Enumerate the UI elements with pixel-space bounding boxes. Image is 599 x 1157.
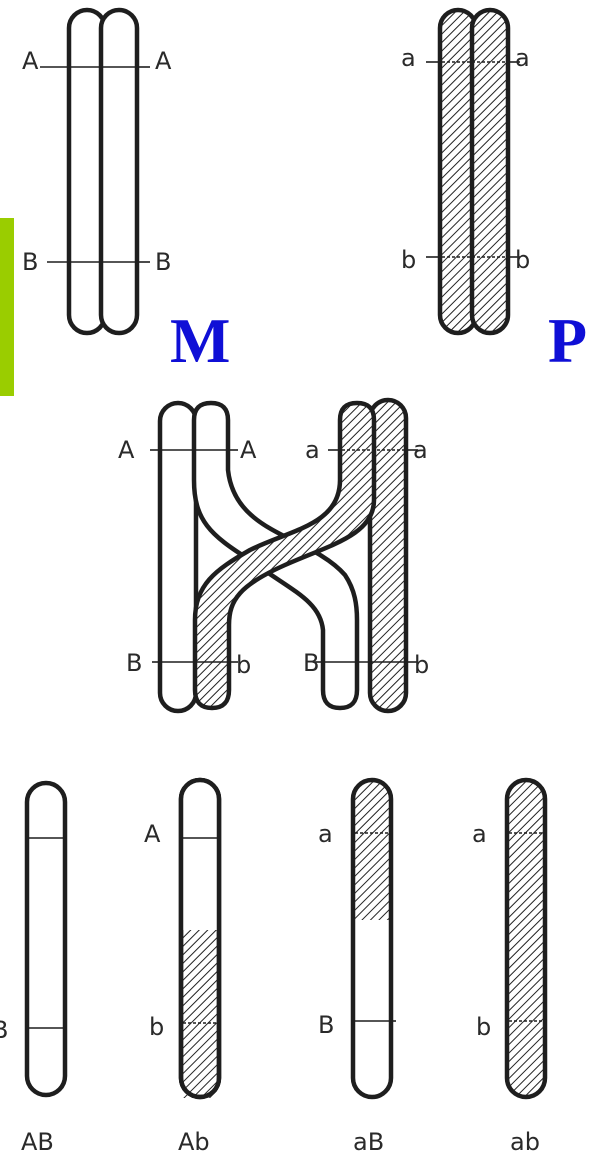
gamete-chromatid [181, 780, 219, 1098]
locus-label: A [155, 47, 172, 75]
locus-label: A [240, 436, 257, 464]
locus-label: B [155, 248, 171, 276]
locus-label: B [303, 649, 319, 677]
locus-label: a [413, 436, 428, 464]
locus-label: a [515, 44, 530, 72]
locus-label: b [515, 246, 530, 274]
gamete-chromatid [353, 780, 396, 1097]
gamete-caption: AB [21, 1128, 54, 1156]
chiasma-figure [150, 400, 418, 711]
locus-label: b [236, 651, 251, 679]
accent-bar [0, 218, 14, 396]
locus-label: a [305, 436, 320, 464]
locus-label: A [144, 820, 161, 848]
locus-label: a [318, 820, 333, 848]
locus-label: B [22, 248, 38, 276]
locus-label: b [149, 1013, 164, 1041]
locus-label: b [414, 651, 429, 679]
locus-label: a [472, 820, 487, 848]
locus-label: b [401, 246, 416, 274]
locus-label: A [22, 47, 39, 75]
gamete-caption: ab [510, 1128, 540, 1156]
locus-label: B [126, 649, 142, 677]
paternal-chromosome-pair [426, 10, 520, 333]
maternal-chromosome-pair [40, 10, 150, 333]
gamete-chromatid [507, 780, 545, 1097]
locus-label: A [118, 436, 135, 464]
paternal-tag: P [548, 305, 587, 376]
gamete-chromatid [27, 783, 65, 1095]
locus-label: b [476, 1013, 491, 1041]
locus-label: B [318, 1011, 334, 1039]
locus-label: a [401, 44, 416, 72]
maternal-tag: M [170, 305, 230, 376]
gamete-caption: aB [353, 1128, 384, 1156]
locus-label: B [0, 1016, 8, 1044]
gamete-caption: Ab [178, 1128, 210, 1156]
